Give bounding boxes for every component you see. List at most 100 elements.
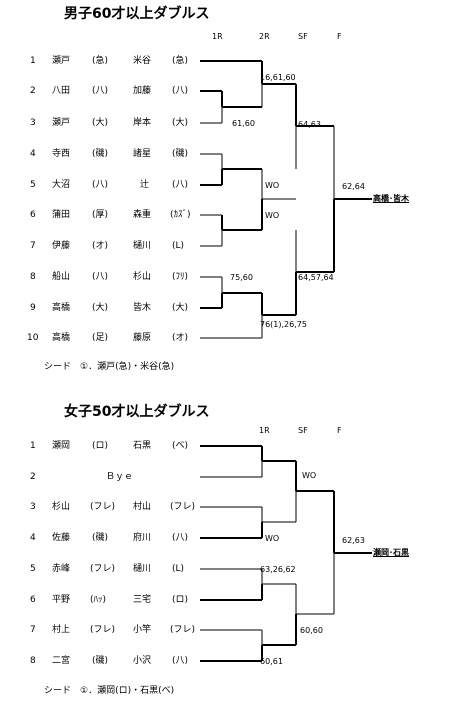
men-score-semifinal: 64,63 [298, 120, 321, 129]
player-name: 皆木 [133, 303, 152, 313]
player-name: 高橋 [52, 303, 71, 313]
entry-number: 10 [27, 333, 39, 343]
club-name: (フレ) [170, 502, 196, 512]
bye-label: Ｂｙｅ [106, 472, 134, 482]
club-name: (八) [172, 180, 189, 190]
player-name: 二宮 [52, 656, 71, 666]
men-score-r1: 75,60 [230, 273, 253, 282]
entry-number: 7 [30, 241, 36, 251]
club-name: (オ) [172, 333, 189, 343]
player-name: 杉山 [52, 502, 71, 512]
player-name: 府川 [133, 533, 152, 543]
entry-number: 8 [30, 272, 36, 282]
entry-number: 9 [30, 303, 36, 313]
club-name: (八) [92, 272, 109, 282]
club-name: (八) [172, 656, 189, 666]
club-name: (八) [172, 86, 189, 96]
entry-number: 4 [30, 149, 36, 159]
club-name: (大) [92, 118, 109, 128]
entry-number: 5 [30, 180, 36, 190]
player-name: 平野 [52, 595, 71, 605]
club-name: (フレ) [90, 564, 116, 574]
men-winner: 高橋･皆木 [373, 194, 409, 203]
player-name: 森重 [133, 210, 152, 220]
player-name: 村山 [133, 502, 152, 512]
entry-number: 3 [30, 118, 36, 128]
club-name: (大) [92, 303, 109, 313]
men-score-r2-d: 76(1),26,75 [260, 320, 307, 329]
player-name: 高橋 [52, 333, 71, 343]
player-name: 樋川 [133, 241, 152, 251]
entry-number: 1 [30, 56, 36, 66]
men-score-r2-b: WO [265, 181, 280, 190]
player-name: 八田 [52, 86, 71, 96]
men-score-r2-c: WO [265, 211, 280, 220]
club-name: (フレ) [90, 502, 116, 512]
player-name: 伊藤 [52, 241, 71, 251]
club-name: (オ) [92, 241, 109, 251]
player-name: 船山 [52, 272, 71, 282]
club-name: (ロ) [92, 441, 109, 451]
men-score-sf-a: 16,61,60 [260, 73, 296, 82]
entry-number: 4 [30, 533, 36, 543]
player-name: 寺西 [52, 149, 71, 159]
player-name: 辻 [140, 180, 150, 190]
men-score-r2-a: 61,60 [232, 119, 255, 128]
women-score-final: 62,63 [342, 536, 365, 545]
player-name: 三宅 [133, 595, 152, 605]
player-name: 諸星 [133, 149, 152, 159]
club-name: (急) [172, 56, 189, 66]
men-round-1r: 1R [212, 32, 223, 41]
entry-number: 6 [30, 210, 36, 220]
club-name: (フレ) [90, 625, 116, 635]
entry-number: 2 [30, 472, 36, 482]
player-name: 佐藤 [52, 533, 71, 543]
club-name: (八) [172, 533, 189, 543]
club-name: (八) [92, 180, 109, 190]
club-name: (L) [172, 241, 185, 251]
player-name: 瀬戸 [52, 56, 71, 66]
club-name: (大) [172, 118, 189, 128]
entry-number: 8 [30, 656, 36, 666]
player-name: 岸本 [133, 118, 152, 128]
women-seed-note: シード ①．瀬岡(ロ)・石黒(ベ) [44, 686, 175, 696]
men-score-final: 62,64 [342, 182, 365, 191]
player-name: 瀬岡 [52, 441, 71, 451]
club-name: (厚) [92, 210, 109, 220]
player-name: 米谷 [133, 56, 152, 66]
club-name: (磯) [92, 656, 109, 666]
club-name: (磯) [92, 533, 109, 543]
club-name: (ﾌﾘ) [172, 272, 189, 282]
club-name: (足) [92, 333, 109, 343]
entry-number: 6 [30, 595, 36, 605]
club-name: (ベ) [172, 441, 189, 451]
entry-number: 7 [30, 625, 36, 635]
player-name: 藤原 [133, 333, 152, 343]
men-title: 男子60才以上ダブルス [64, 6, 210, 22]
women-round-1r: 1R [259, 426, 270, 435]
club-name: (L) [172, 564, 185, 574]
player-name: 村上 [52, 625, 71, 635]
player-name: 蒲田 [52, 210, 71, 220]
club-name: (急) [92, 56, 109, 66]
men-score-sf-b: 64,57,64 [298, 273, 334, 282]
club-name: (磯) [92, 149, 109, 159]
men-round-2r: 2R [259, 32, 270, 41]
women-score-r1-b: WO [265, 534, 280, 543]
women-score-r1-c: 63,26,62 [260, 565, 296, 574]
men-round-f: F [337, 32, 342, 41]
player-name: 杉山 [133, 272, 152, 282]
women-title: 女子50才以上ダブルス [64, 404, 210, 420]
player-name: 小沢 [133, 656, 152, 666]
club-name: (フレ) [170, 625, 196, 635]
club-name: (大) [172, 303, 189, 313]
men-round-sf: SF [298, 32, 308, 41]
women-round-f: F [337, 426, 342, 435]
club-name: (磯) [172, 149, 189, 159]
player-name: 石黒 [133, 441, 152, 451]
player-name: 加藤 [133, 86, 152, 96]
player-name: 樋川 [133, 564, 152, 574]
men-seed-note: シード ①．瀬戸(急)・米谷(急) [44, 362, 175, 372]
